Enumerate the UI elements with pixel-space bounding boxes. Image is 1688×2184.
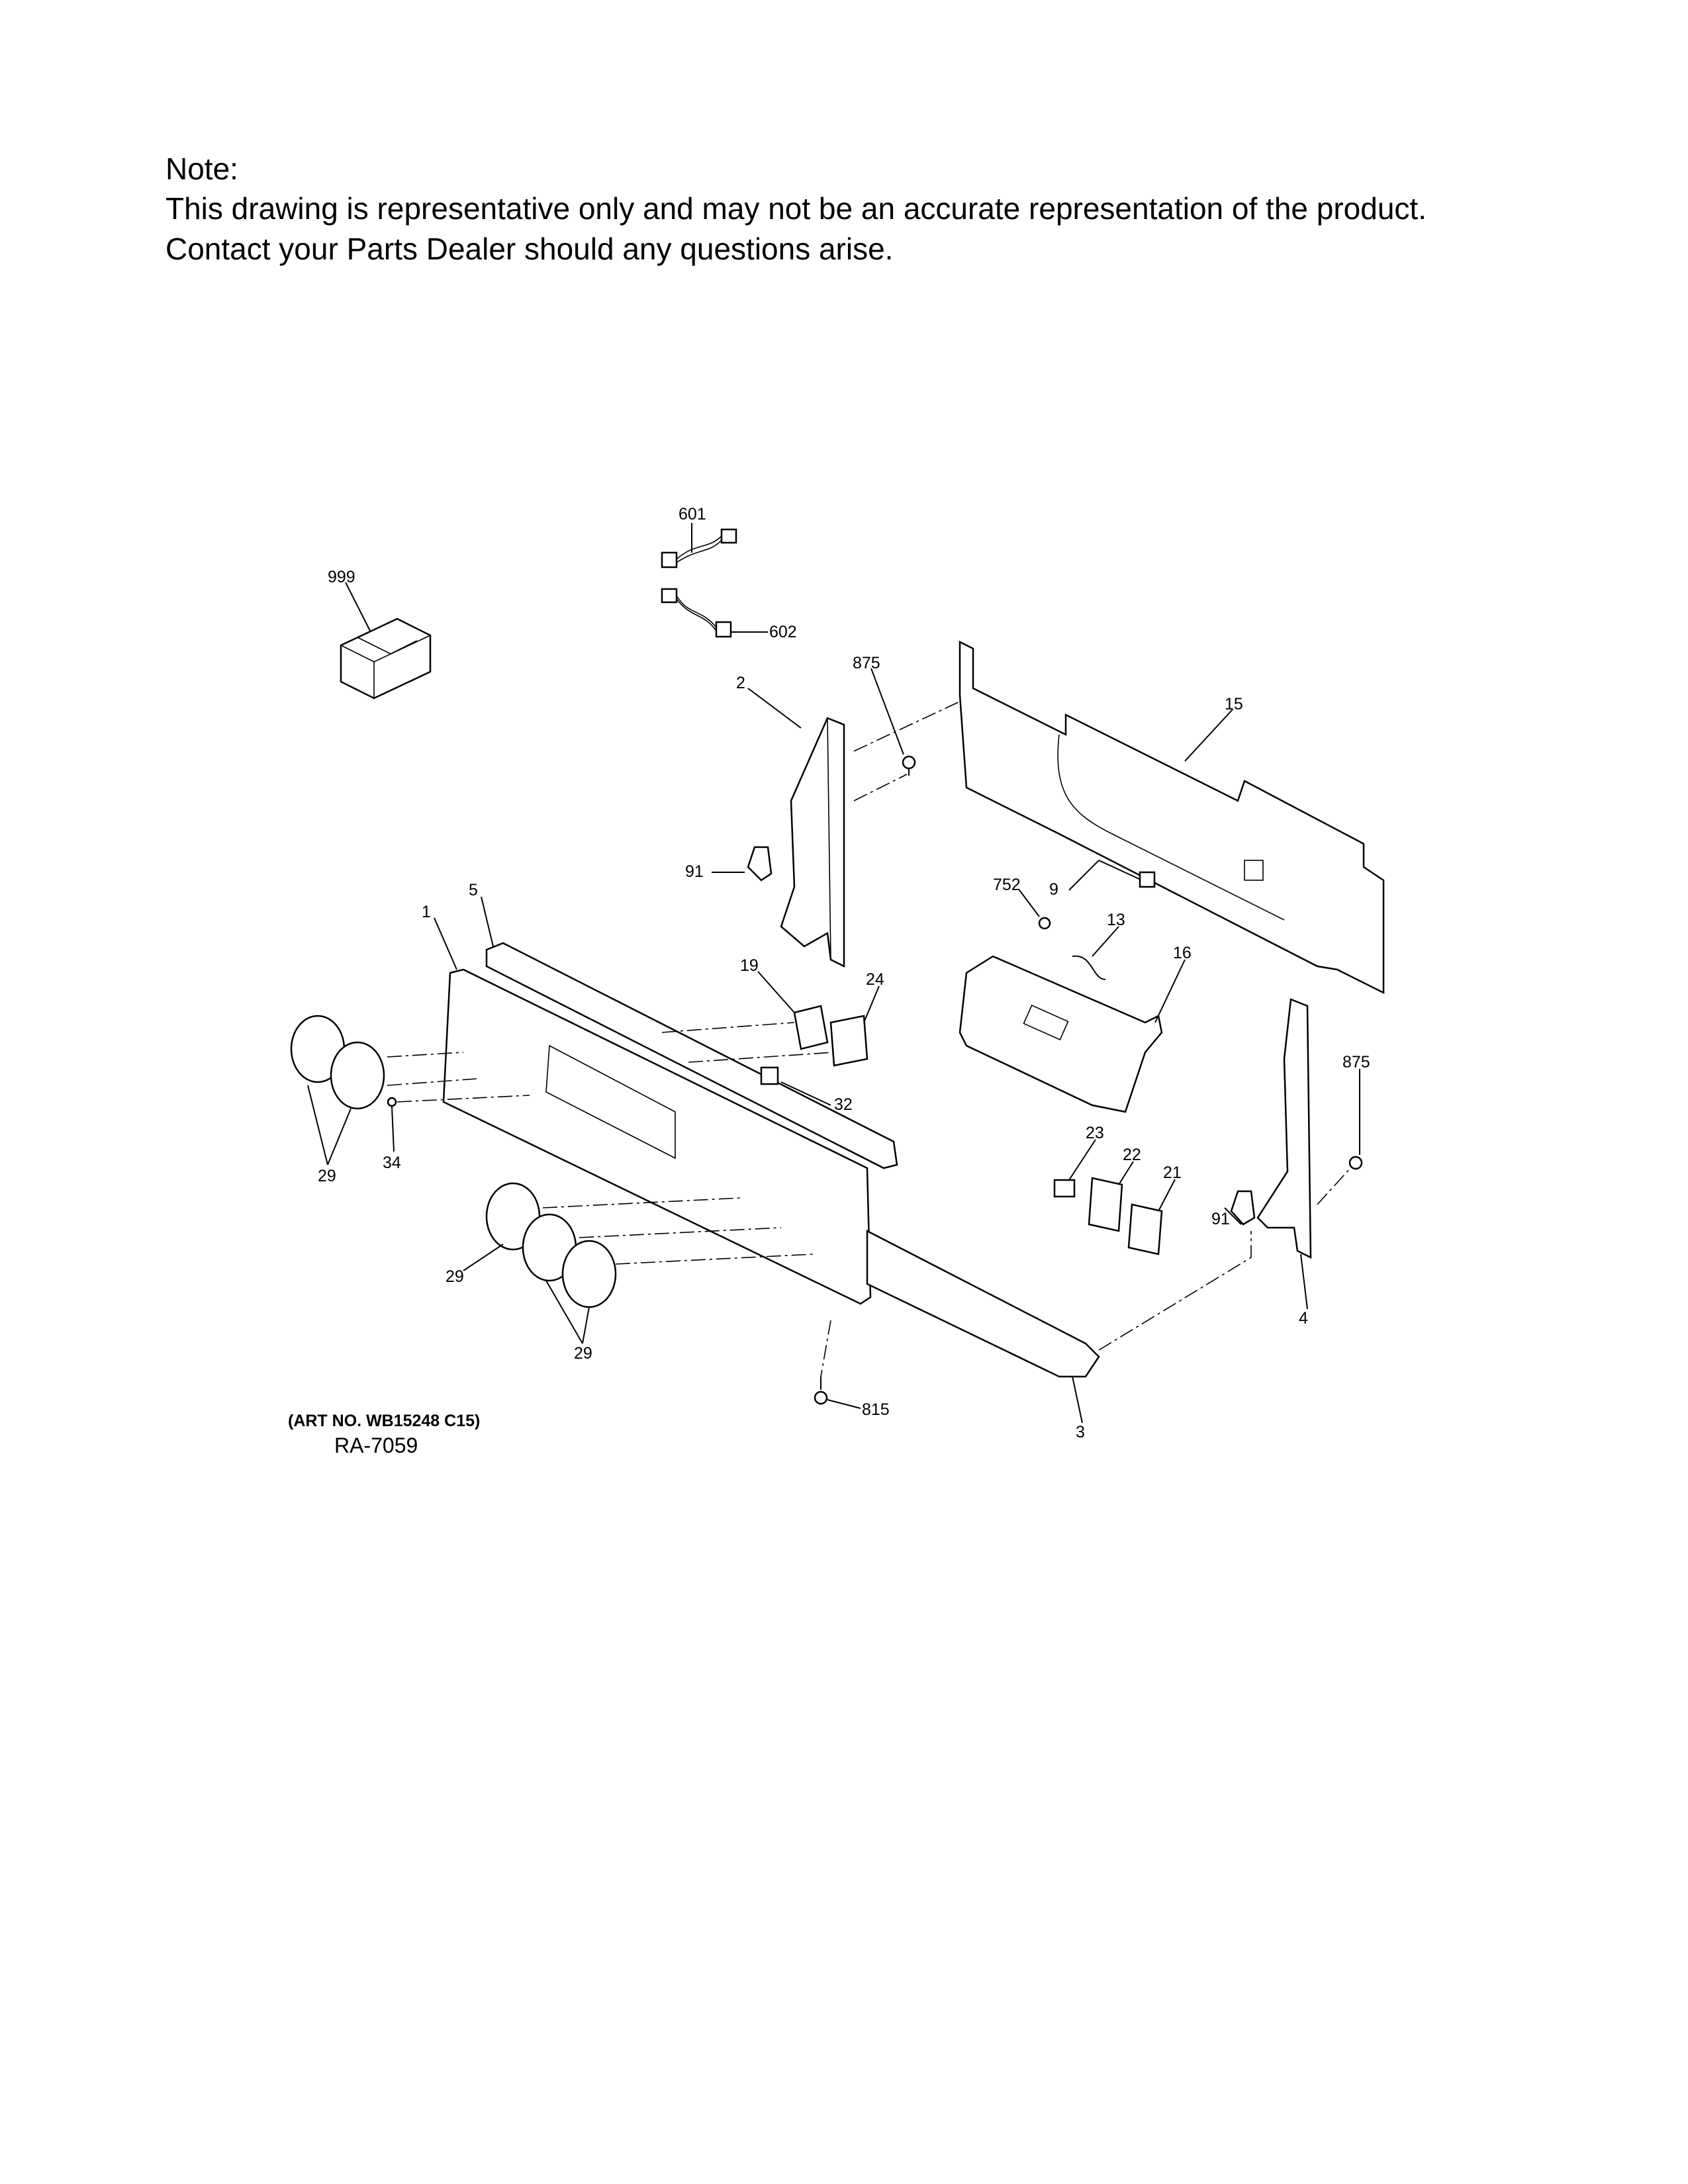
leader-lines bbox=[307, 523, 1360, 1424]
part-32-switch bbox=[760, 1066, 779, 1085]
callout-21: 21 bbox=[1163, 1163, 1182, 1182]
part-91-bracket-right bbox=[1230, 1190, 1256, 1226]
alignment-lines bbox=[387, 701, 1351, 1377]
art-number: (ART NO. WB15248 C15) bbox=[288, 1412, 481, 1430]
callout-15: 15 bbox=[1225, 695, 1243, 713]
callout-34: 34 bbox=[383, 1154, 401, 1172]
part-13-wire bbox=[1072, 955, 1106, 980]
callout-815: 815 bbox=[862, 1400, 890, 1419]
callout-5: 5 bbox=[469, 881, 478, 899]
part-3-lower-trim bbox=[866, 1229, 1252, 1378]
callout-13: 13 bbox=[1107, 911, 1125, 929]
callout-1: 1 bbox=[422, 903, 431, 921]
part-24-switch bbox=[829, 1015, 868, 1067]
callout-752: 752 bbox=[993, 876, 1021, 894]
callout-19: 19 bbox=[740, 956, 759, 975]
part-815-screw bbox=[814, 1377, 828, 1405]
callout-16: 16 bbox=[1173, 944, 1192, 962]
callout-601: 601 bbox=[679, 505, 706, 523]
part-875-screw-right bbox=[1348, 1156, 1363, 1170]
callout-29-middle: 29 bbox=[445, 1267, 464, 1286]
part-999-box bbox=[340, 617, 432, 700]
part-15-rear-panel bbox=[959, 640, 1385, 995]
callout-32: 32 bbox=[834, 1095, 853, 1114]
part-21-switch bbox=[1127, 1203, 1163, 1255]
callout-2: 2 bbox=[736, 674, 745, 692]
part-19-switch bbox=[793, 1005, 829, 1050]
part-2-side-bracket bbox=[780, 717, 845, 968]
part-5-top-trim bbox=[485, 942, 898, 1169]
callout-29-bottom: 29 bbox=[574, 1344, 592, 1363]
part-1-control-panel bbox=[442, 968, 872, 1305]
note-line-1: This drawing is representative only and … bbox=[165, 191, 1427, 226]
note-heading: Note: bbox=[165, 152, 238, 186]
callout-22: 22 bbox=[1123, 1146, 1141, 1164]
callout-29-left: 29 bbox=[318, 1167, 336, 1185]
part-91-bracket-left bbox=[747, 846, 773, 882]
part-602-harness bbox=[661, 588, 732, 638]
callout-875-left: 875 bbox=[853, 654, 880, 672]
callout-3: 3 bbox=[1076, 1423, 1085, 1441]
part-34-light bbox=[387, 1097, 397, 1107]
drawing-id: RA-7059 bbox=[334, 1433, 418, 1457]
callout-999: 999 bbox=[328, 568, 355, 586]
callout-23: 23 bbox=[1086, 1124, 1104, 1142]
callout-602: 602 bbox=[769, 623, 797, 641]
part-29-knobs bbox=[290, 1015, 617, 1308]
part-601-harness bbox=[661, 528, 737, 569]
part-4-side-bracket-right bbox=[1256, 998, 1312, 1259]
note-line-2: Contact your Parts Dealer should any que… bbox=[165, 232, 894, 266]
callout-91-left: 91 bbox=[685, 862, 704, 881]
part-9-harness bbox=[1098, 860, 1156, 888]
callout-875-right: 875 bbox=[1342, 1053, 1370, 1071]
part-23-switch bbox=[1053, 1179, 1076, 1198]
callout-24: 24 bbox=[866, 970, 884, 989]
part-22-switch bbox=[1088, 1177, 1123, 1232]
callout-91-right: 91 bbox=[1211, 1210, 1230, 1228]
part-875-screw-left bbox=[902, 755, 916, 776]
part-752-screw bbox=[1038, 917, 1051, 930]
part-16-control-board bbox=[959, 955, 1163, 1113]
callout-9: 9 bbox=[1049, 880, 1058, 899]
callout-4: 4 bbox=[1299, 1309, 1308, 1328]
